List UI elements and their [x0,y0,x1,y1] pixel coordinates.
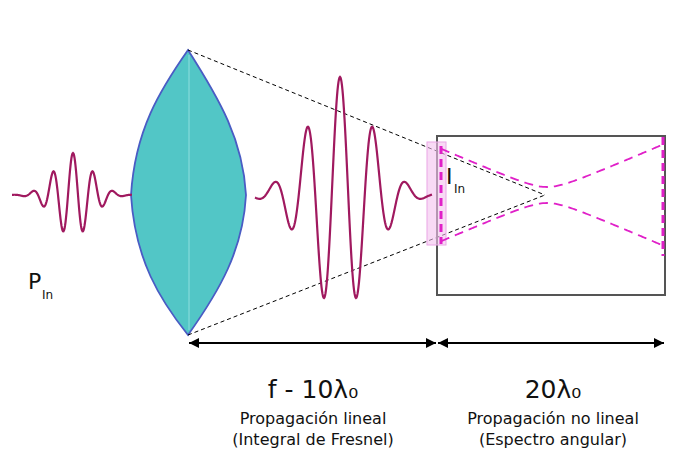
pulse-wave [12,153,132,231]
lens-axis [189,55,190,330]
distance-label: 20λ₀ [525,376,582,404]
pulse-wave [255,77,432,298]
lens [131,50,246,335]
pulses [12,77,432,298]
method-caption: (Espectro angular) [479,431,627,449]
beam-envelope-line [441,203,663,246]
propagation-caption: Propagación lineal [240,410,387,428]
intensity-label-subscript: In [454,183,465,196]
dimension-arrow [438,342,664,344]
beam-envelope [441,144,663,245]
pulse-label: P [28,270,41,294]
method-caption: (Integral de Fresnel) [232,431,394,449]
input-plane [427,142,446,245]
pulse-label-subscript: In [42,289,53,302]
output-plane-line [662,137,665,256]
distance-label: f - 10λ₀ [268,376,358,404]
medium-box [437,136,665,295]
dimension-arrow [189,342,436,344]
ray-line [188,195,545,335]
input-plane-line [440,146,443,244]
propagation-caption: Propagación no lineal [467,410,639,428]
beam-envelope-line [441,144,663,187]
intensity-label: I [446,165,453,189]
